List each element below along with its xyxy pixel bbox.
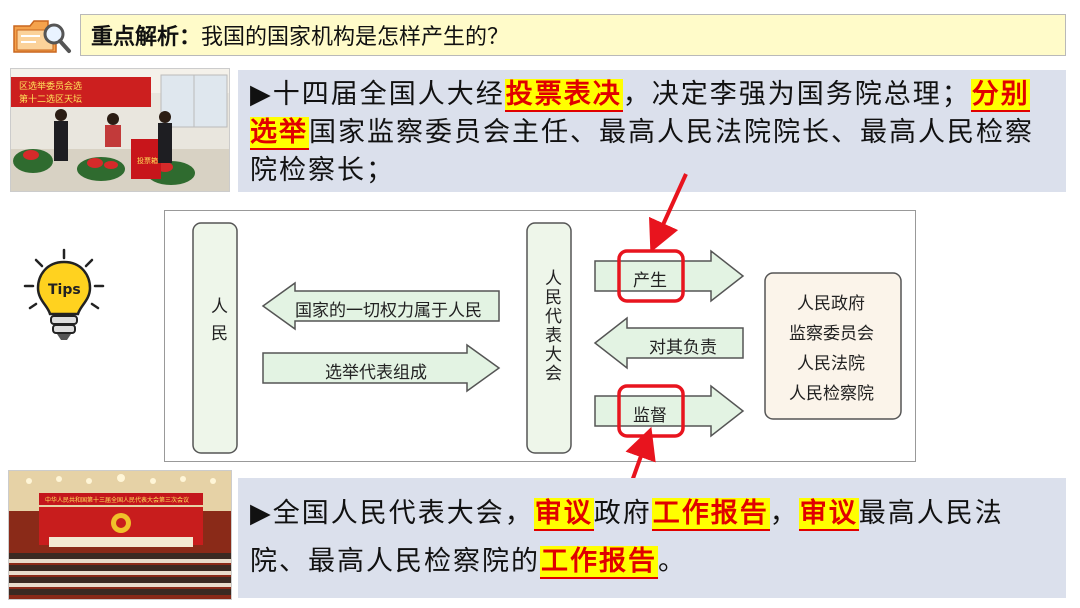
congress-hall-photo: 中华人民共和国第十三届全国人民代表大会第三次会议 (8, 470, 232, 600)
highlight-work-report-1: 工作报告 (651, 498, 770, 531)
ballot-box-text: 投票箱 (137, 156, 158, 165)
power-label: 国家的一切权力属于人民 (295, 301, 482, 321)
elect-arrow (262, 343, 501, 393)
organ-supervision: 监察委员会 (789, 324, 874, 344)
state-organs-diagram: 人民 国家的一切权力属于人民 选举代表组成 人民代表大会 产生 对其负责 监督 … (164, 210, 916, 462)
title-question: 我国的国家机构是怎样产生的？ (201, 25, 510, 50)
sign-line-1: 区选举委员会选 (19, 80, 82, 92)
highlight-vote: 投票表决 (504, 79, 623, 112)
box1-text-3: 国家监察委员会主任、最高人民法院院长、最高人民检察院检察长； (250, 117, 1034, 186)
box2-text-4: 最高人民法院、最高人民检察院的 (250, 498, 1004, 577)
organ-procuratorate: 人民检察院 (789, 384, 874, 404)
produce-arrow (594, 249, 745, 303)
info-box-election: ▶十四届全国人大经投票表决，决定李强为国务院总理；分别选举国家监察委员会主任、最… (238, 70, 1066, 192)
box2-text-3: ， (769, 498, 799, 529)
highlight-review-1: 审议 (533, 498, 594, 531)
congress-label: 人民代表大会 (541, 269, 561, 383)
responsible-arrow (593, 316, 744, 370)
box1-text-2: ，决定李强为国务院总理； (622, 79, 971, 110)
pointer-arrow-produce (649, 173, 688, 253)
power-arrow (261, 281, 500, 331)
sign-line-2: 第十二选区天坛 (19, 93, 82, 105)
info-box-review: ▶全国人民代表大会，审议政府工作报告，审议最高人民法院、最高人民检察院的工作报告… (238, 478, 1066, 598)
state-organs-box (764, 272, 902, 420)
responsible-label: 对其负责 (649, 338, 717, 358)
organ-court: 人民法院 (797, 354, 865, 374)
highlight-review-2: 审议 (798, 498, 859, 531)
title-bold: 重点解析： (91, 25, 202, 50)
produce-label: 产生 (633, 271, 667, 291)
voting-photo: 区选举委员会选 第十二选区天坛 投票箱 (10, 68, 230, 192)
congress-column (526, 222, 572, 454)
supervise-arrow (594, 384, 745, 438)
tips-label: Tips (48, 282, 81, 298)
folder-search-icon (8, 12, 74, 58)
page-title: 重点解析： 我国的国家机构是怎样产生的？ (80, 14, 1066, 56)
highlight-work-report-2: 工作报告 (540, 546, 658, 579)
box1-text-1: ▶十四届全国人大经 (250, 79, 505, 110)
people-column (192, 222, 238, 454)
supervise-label: 监督 (633, 406, 667, 426)
box2-text-2: 政府 (593, 498, 652, 529)
lightbulb-icon: Tips (22, 248, 106, 344)
hall-banner: 中华人民共和国第十三届全国人民代表大会第三次会议 (45, 496, 189, 504)
organ-government: 人民政府 (797, 294, 865, 314)
box2-text-1: ▶全国人民代表大会， (250, 498, 534, 529)
people-label: 人民 (207, 297, 227, 351)
box2-text-5: 。 (658, 546, 687, 577)
elect-label: 选举代表组成 (325, 363, 427, 383)
